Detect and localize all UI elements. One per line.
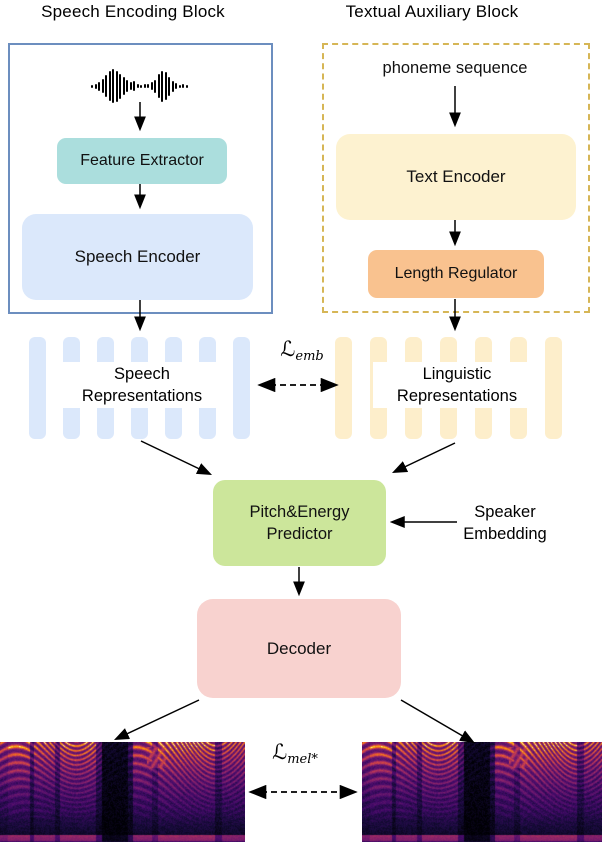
phoneme-sequence-label: phoneme sequence bbox=[382, 59, 528, 77]
mel-spectrogram-left bbox=[0, 742, 245, 842]
feature-extractor-box: Feature Extractor bbox=[57, 138, 227, 184]
textual-auxiliary-block-title: Textual Auxiliary Block bbox=[345, 2, 519, 21]
pitch-energy-predictor-box: Pitch&Energy Predictor bbox=[213, 480, 386, 566]
speech-encoder-label: Speech Encoder bbox=[74, 247, 201, 266]
length-regulator-box: Length Regulator bbox=[368, 250, 544, 298]
waveform-icon bbox=[91, 68, 188, 104]
speech-representations-label: Speech Representations bbox=[58, 362, 226, 408]
speech-encoding-block-title: Speech Encoding Block bbox=[41, 2, 225, 21]
text-encoder-box: Text Encoder bbox=[336, 134, 576, 220]
mel-spectrogram-right bbox=[362, 742, 602, 842]
arrow-linguistic-representations-to-predictor bbox=[391, 442, 456, 473]
speech-encoder-box: Speech Encoder bbox=[22, 214, 253, 300]
arrow-decoder-to-left-spectrogram bbox=[113, 699, 200, 740]
mel-loss-label: ℒmel* bbox=[272, 740, 318, 768]
linguistic-representations-label: Linguistic Representations bbox=[373, 362, 541, 408]
text-encoder-label: Text Encoder bbox=[406, 167, 506, 186]
decoder-label: Decoder bbox=[266, 638, 332, 658]
arrow-decoder-to-right-spectrogram bbox=[400, 699, 475, 744]
decoder-box: Decoder bbox=[197, 599, 401, 698]
speaker-embedding-label: Speaker Embedding bbox=[463, 503, 547, 543]
feature-extractor-label: Feature Extractor bbox=[80, 152, 204, 169]
embedding-loss-label: ℒemb bbox=[280, 337, 324, 365]
length-regulator-label: Length Regulator bbox=[394, 265, 518, 282]
arrow-speech-representations-to-predictor bbox=[140, 440, 213, 475]
